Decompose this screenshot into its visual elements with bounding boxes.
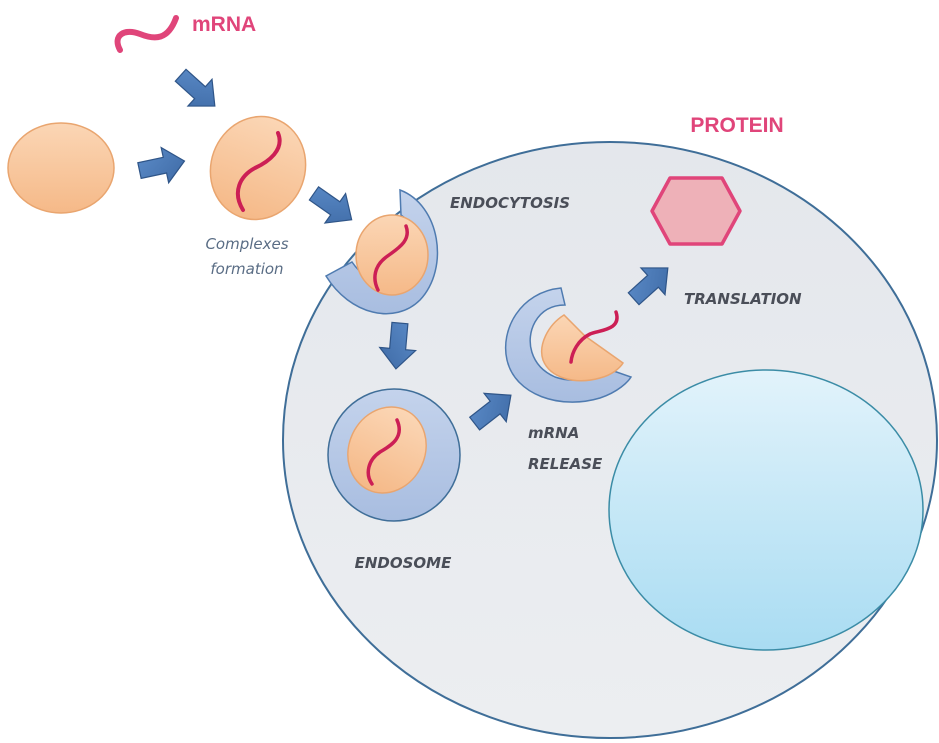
mrna-lipid-complex (209, 115, 307, 221)
complexes-label-line2: formation (210, 260, 283, 278)
mrna-release-vesicle (505, 287, 633, 403)
endosome-label: ENDOSOME (355, 554, 452, 572)
complexes-label-line1: Complexes (205, 235, 288, 253)
protein-hexagon-icon (650, 176, 742, 246)
protein-label: PROTEIN (690, 114, 783, 137)
mrna-strand-icon (114, 15, 179, 53)
arrow-icon (168, 61, 228, 121)
arrow-icon (303, 178, 363, 236)
endosome (327, 388, 461, 522)
lipid-nanoparticle (7, 122, 115, 214)
nucleus (608, 369, 924, 651)
mrna-label: mRNA (192, 13, 256, 36)
endocytosis-vesicle (324, 188, 439, 315)
mrna-release-label-line1: mRNA (528, 424, 579, 442)
endocytosis-label: ENDOCYTOSIS (450, 194, 570, 212)
translation-label: TRANSLATION (684, 290, 802, 308)
mrna-release-label-line2: RELEASE (528, 455, 603, 473)
arrow-icon (135, 142, 189, 189)
